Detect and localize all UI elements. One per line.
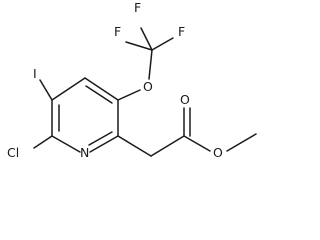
atom-label-o: O bbox=[180, 92, 190, 107]
bond-ch2-carbonyl bbox=[150, 135, 185, 157]
bond-ester-o-methyl bbox=[226, 133, 257, 152]
bond-c5-oxygen bbox=[117, 89, 141, 101]
bond-cf3-f1 bbox=[140, 27, 153, 51]
atom-label-o: O bbox=[143, 79, 153, 94]
bond-cf3-f2 bbox=[151, 37, 174, 51]
atom-label-cl: Cl bbox=[7, 145, 19, 160]
bond-ring-n-c2 bbox=[51, 135, 81, 153]
bonds bbox=[33, 27, 257, 157]
atom-label-o: O bbox=[213, 145, 223, 160]
bond-carbonyl-ester-o bbox=[183, 135, 211, 152]
bond-cf3-f3 bbox=[125, 41, 153, 51]
bond-oxygen-cf3 bbox=[148, 49, 153, 80]
atom-labels: F F F O I Cl N O O bbox=[7, 0, 223, 160]
atom-label-f: F bbox=[114, 24, 121, 39]
bond-c6-ch2 bbox=[117, 135, 152, 157]
bond-ring-c3-c4 bbox=[51, 77, 86, 101]
bond-c2-chlorine bbox=[33, 135, 53, 149]
atom-label-f: F bbox=[134, 0, 141, 15]
atom-label-n: N bbox=[80, 145, 89, 160]
bond-ring-c4-c5-inner bbox=[85, 85, 113, 104]
atom-label-f: F bbox=[178, 24, 185, 39]
bond-ring-c6-n-inner bbox=[88, 131, 113, 146]
atom-label-i: I bbox=[33, 66, 37, 81]
bond-ring-c6-n bbox=[89, 135, 119, 153]
bond-c3-iodine bbox=[39, 79, 53, 101]
bond-ring-c4-c5 bbox=[84, 77, 119, 101]
chemical-structure-diagram: F F F O I Cl N O O bbox=[7, 0, 257, 160]
